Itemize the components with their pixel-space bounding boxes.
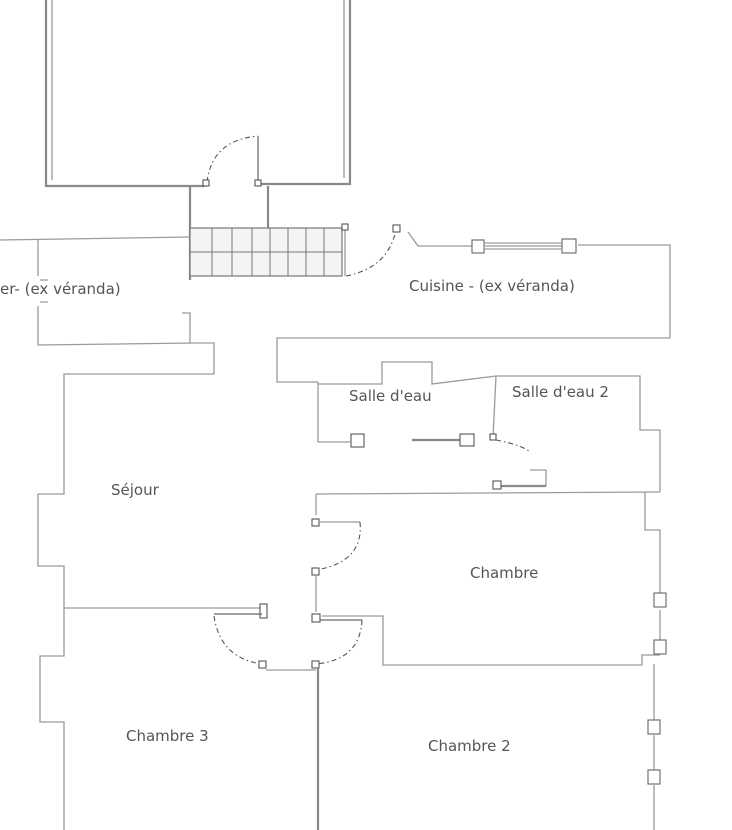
left-veranda-walls xyxy=(0,236,196,346)
top-room xyxy=(44,0,352,188)
room-label-chambre-2: Chambre 2 xyxy=(428,737,511,755)
room-label-sejour: Séjour xyxy=(111,481,160,499)
sejour-walls xyxy=(37,342,661,608)
room-label-chambre-3: Chambre 3 xyxy=(126,727,209,745)
chambre-2-door[interactable] xyxy=(311,613,363,669)
top-room-door[interactable] xyxy=(202,135,262,187)
room-label-chambre: Chambre xyxy=(470,564,538,582)
staircase[interactable] xyxy=(189,223,349,277)
room-label-salle-eau: Salle d'eau xyxy=(349,387,432,405)
room-label-cuisine: Cuisine - (ex véranda) xyxy=(409,277,575,295)
cuisine-walls xyxy=(276,231,671,383)
cuisine-window xyxy=(471,238,577,254)
room-label-veranda: er- (ex véranda) xyxy=(0,280,121,298)
salle-eau-door[interactable] xyxy=(412,433,531,453)
lower-walls xyxy=(39,608,661,830)
cuisine-door[interactable] xyxy=(345,224,401,277)
room-label-salle-eau-2: Salle d'eau 2 xyxy=(512,383,609,401)
chambre-walls xyxy=(322,492,667,666)
chambre-3-door[interactable] xyxy=(64,603,268,669)
salle-eau-2-fixture xyxy=(492,469,547,490)
chambre-door[interactable] xyxy=(311,518,361,612)
salle-eau-walls xyxy=(317,361,661,492)
